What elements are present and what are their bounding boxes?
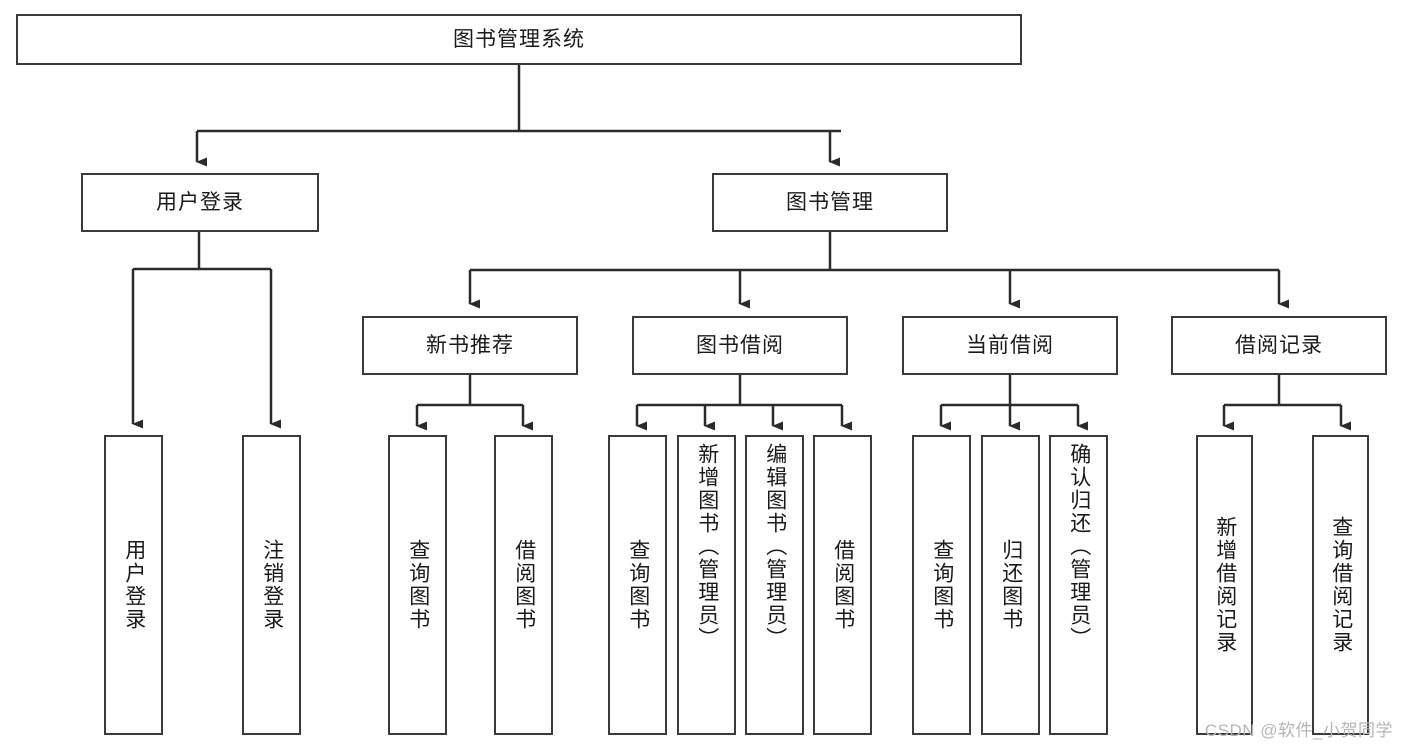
node-current-borrow[interactable]: 当前借阅 [902,316,1118,375]
leaf-label: 归还图书 [999,539,1023,631]
leaf-label: 用户登录 [122,539,146,631]
leaf-borrowrecord-query-record[interactable]: 查询借阅记录 [1312,435,1369,735]
node-current-borrow-label: 当前借阅 [966,333,1054,357]
node-book-manage[interactable]: 图书管理 [712,173,948,232]
leaf-label: 注销登录 [260,539,284,631]
csdn-watermark: CSDN @软件_小贺同学 [1204,721,1393,740]
leaf-newbook-query-book[interactable]: 查询图书 [388,435,447,735]
node-book-borrow[interactable]: 图书借阅 [632,316,848,375]
node-root[interactable]: 图书管理系统 [16,14,1022,65]
node-new-book-recommend-label: 新书推荐 [426,333,514,357]
leaf-bookborrow-query-book[interactable]: 查询图书 [608,435,667,735]
node-borrow-record-label: 借阅记录 [1235,333,1323,357]
node-new-book-recommend[interactable]: 新书推荐 [362,316,578,375]
node-user-login-label: 用户登录 [156,190,244,214]
node-borrow-record[interactable]: 借阅记录 [1171,316,1387,375]
leaf-borrowrecord-add-record[interactable]: 新增借阅记录 [1196,435,1253,735]
leaf-label: 查询借阅记录 [1329,516,1353,654]
leaf-label: 借阅图书 [831,539,855,631]
node-root-label: 图书管理系统 [453,27,585,51]
leaf-currentborrow-query-book[interactable]: 查询图书 [912,435,971,735]
leaf-newbook-borrow-book[interactable]: 借阅图书 [494,435,553,735]
leaf-label: 借阅图书 [512,539,536,631]
leaf-label: 查询图书 [626,539,650,631]
leaf-user-login-logout[interactable]: 注销登录 [242,435,301,735]
node-book-manage-label: 图书管理 [786,190,874,214]
leaf-user-login-login[interactable]: 用户登录 [104,435,163,735]
node-user-login[interactable]: 用户登录 [81,173,319,232]
leaf-bookborrow-add-book-admin[interactable]: 新增图书（管理员） [677,435,736,735]
leaf-currentborrow-confirm-return-admin[interactable]: 确认归还（管理员） [1049,435,1108,735]
node-book-borrow-label: 图书借阅 [696,333,784,357]
leaf-label: 新增图书（管理员） [695,443,719,650]
leaf-label: 确认归还（管理员） [1067,443,1091,650]
leaf-label: 编辑图书（管理员） [763,443,787,650]
leaf-bookborrow-edit-book-admin[interactable]: 编辑图书（管理员） [745,435,804,735]
leaf-label: 新增借阅记录 [1213,516,1237,654]
leaf-label: 查询图书 [406,539,430,631]
leaf-label: 查询图书 [930,539,954,631]
leaf-bookborrow-borrow-book[interactable]: 借阅图书 [813,435,872,735]
leaf-currentborrow-return-book[interactable]: 归还图书 [981,435,1040,735]
